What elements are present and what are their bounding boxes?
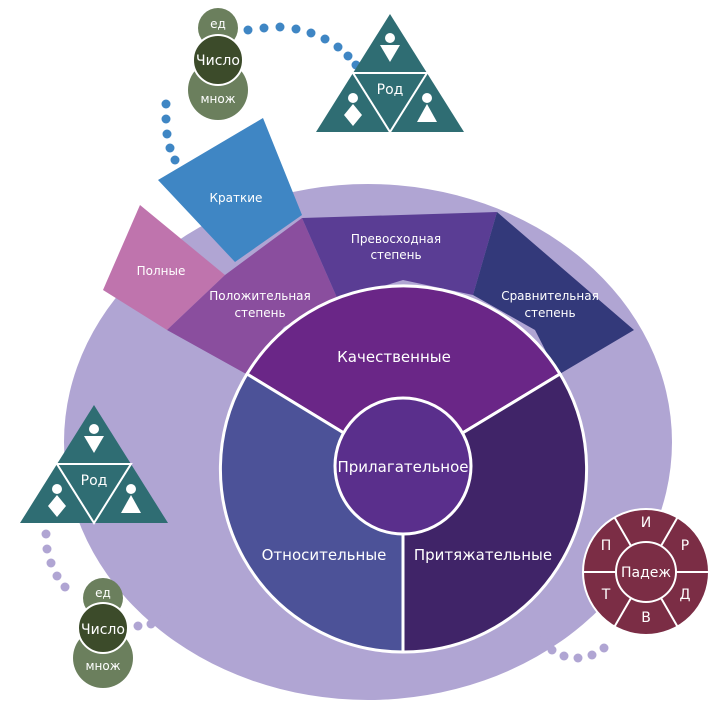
connector-bottom: [41, 529, 609, 663]
case-center: [615, 541, 677, 603]
connector-top: [161, 22, 361, 165]
sector-comparative[interactable]: [473, 212, 634, 375]
number-singular-label: ед: [210, 17, 226, 31]
neuter-icon: [84, 424, 104, 453]
sector-positive[interactable]: [167, 218, 338, 375]
case-label: Падеж: [621, 565, 671, 581]
case-prepositional: П: [601, 538, 612, 554]
positive-label-line2: степень: [234, 306, 285, 320]
relative-label: Относительные: [262, 546, 387, 564]
case-accusative: В: [641, 610, 651, 626]
superlative-label-line2: степень: [370, 248, 421, 262]
feminine-icon: [121, 484, 141, 513]
number-center-circle: [192, 34, 244, 86]
case-genitive: Р: [681, 538, 689, 554]
sector-short[interactable]: [158, 118, 302, 262]
number-singular-label: ед: [95, 586, 111, 600]
case-nominative: И: [641, 515, 651, 531]
gender-triangle-top[interactable]: Род: [316, 14, 464, 134]
number-label: Число: [196, 53, 240, 69]
number-group-top[interactable]: ед Число множ: [188, 8, 248, 120]
gender-triangle-left[interactable]: Род: [20, 405, 168, 525]
short-label: Краткие: [210, 191, 263, 205]
full-label: Полные: [137, 264, 186, 278]
number-plural-label: множ: [85, 659, 120, 673]
center-label: Прилагательное: [337, 458, 468, 476]
sector-superlative[interactable]: [302, 212, 497, 300]
feminine-icon: [417, 93, 437, 122]
sector-qualitative[interactable]: [244, 284, 563, 471]
case-wheel[interactable]: Падеж И Р Д В Т П: [582, 508, 710, 636]
number-label: Число: [81, 622, 125, 638]
superlative-label-line1: Превосходная: [351, 232, 441, 246]
number-plural-label: множ: [200, 92, 235, 106]
number-center-circle: [77, 602, 129, 654]
neuter-icon: [380, 33, 400, 62]
comparative-label-line1: Сравнительная: [501, 289, 599, 303]
masculine-icon: [48, 484, 66, 517]
qualitative-label: Качественные: [337, 348, 451, 366]
comparative-label-line2: степень: [524, 306, 575, 320]
sector-full[interactable]: [103, 205, 225, 330]
center-circle[interactable]: [333, 396, 473, 536]
gender-label: Род: [81, 473, 108, 489]
case-dative: Д: [680, 587, 691, 603]
number-group-bottom[interactable]: ед Число множ: [73, 578, 133, 688]
possessive-label: Притяжательные: [414, 546, 552, 564]
gender-label: Род: [377, 82, 404, 98]
positive-label-line1: Положительная: [209, 289, 311, 303]
masculine-icon: [344, 93, 362, 126]
case-instrumental: Т: [601, 587, 611, 603]
